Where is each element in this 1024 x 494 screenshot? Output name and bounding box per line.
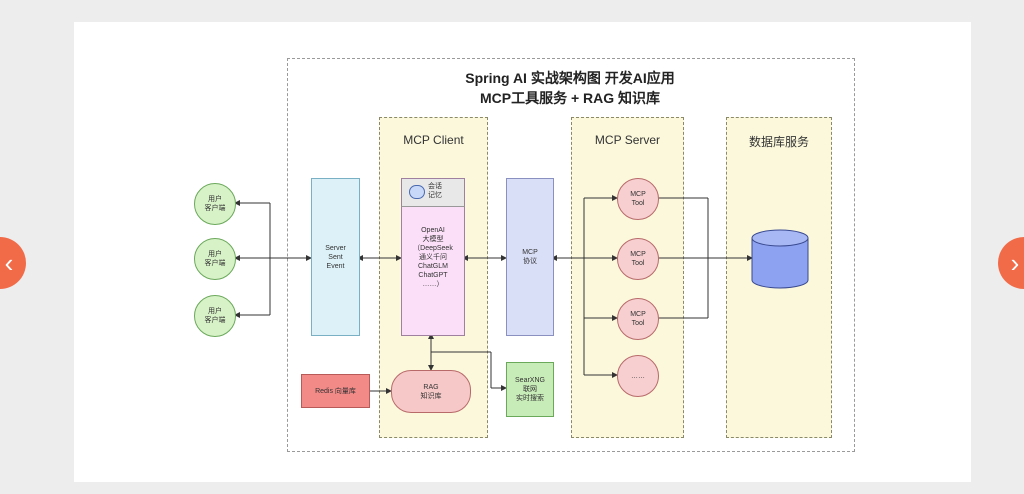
database-title: 数据库服务 (748, 135, 809, 149)
redis-vector-db-box: Redis 向量库 (301, 374, 370, 408)
mcp-tool-label: MCP Tool (630, 191, 646, 207)
searxng-search-box: SearXNG 联网 实时搜索 (506, 362, 554, 417)
session-memory-box: 会话 记忆 (401, 178, 465, 207)
mcp-protocol-label: MCP 协议 (522, 249, 538, 265)
mcp-client-title: MCP Client (403, 133, 464, 147)
mcp-tool-label: MCP Tool (630, 311, 646, 327)
user-client-label: 用户 客户端 (204, 251, 226, 267)
rag-knowledge-base: RAG 知识库 (391, 370, 471, 413)
diagram-subtitle: MCP工具服务 + RAG 知识库 (479, 90, 661, 106)
user-client-2: 用户 客户端 (194, 238, 236, 280)
mcp-tool-3: MCP Tool (617, 298, 659, 340)
user-client-3: 用户 客户端 (194, 295, 236, 337)
session-memory-label: 会话 记忆 (428, 183, 442, 199)
rag-label: RAG 知识库 (420, 383, 442, 400)
mcp-protocol-box: MCP 协议 (506, 178, 554, 336)
mcp-tool-1: MCP Tool (617, 178, 659, 220)
user-client-1: 用户 客户端 (194, 183, 236, 225)
mcp-tool-more: …… (617, 355, 659, 397)
llm-label: OpenAI 大模型 （DeepSeek 通义千问 ChatGLM ChatGP… (413, 226, 453, 288)
sse-label: Server Sent Event (325, 244, 346, 270)
mcp-tool-label: MCP Tool (630, 251, 646, 267)
mcp-server-title: MCP Server (594, 133, 661, 147)
redis-label: Redis 向量库 (315, 387, 356, 395)
server-sent-event-box: Server Sent Event (311, 178, 360, 336)
brain-icon (409, 185, 425, 199)
diagram-title: Spring AI 实战架构图 开发AI应用 (465, 70, 675, 86)
user-client-label: 用户 客户端 (204, 308, 226, 324)
database-cylinder (751, 229, 809, 289)
searxng-label: SearXNG 联网 实时搜索 (515, 377, 545, 402)
mcp-tool-label: …… (631, 372, 645, 380)
user-client-label: 用户 客户端 (204, 196, 226, 212)
mcp-tool-2: MCP Tool (617, 238, 659, 280)
